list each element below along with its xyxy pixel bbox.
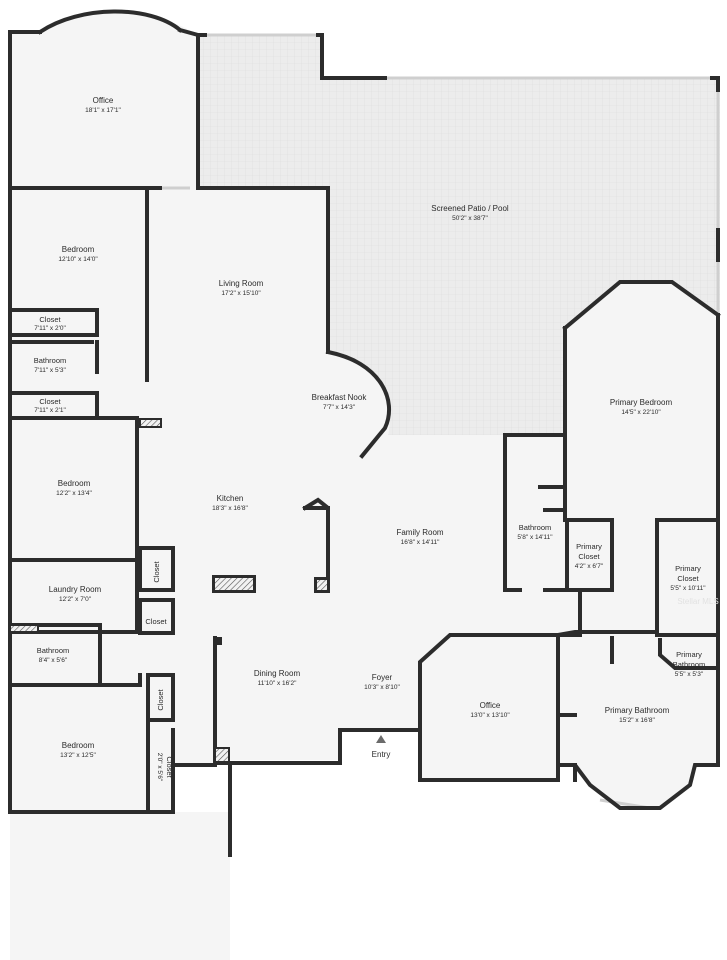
dining-room-dims: 11'10" x 16'2" (258, 680, 297, 687)
bedroom-1-name: Bedroom (62, 245, 95, 254)
patio-dims: 50'2" x 38'7" (452, 215, 488, 222)
garage-floor (10, 812, 230, 960)
bathroom-1-dims: 7'11" x 5'3" (34, 367, 66, 374)
island-post (315, 578, 329, 592)
primary-bathroom-small-name-1: Primary (676, 650, 702, 659)
bathroom-3-name: Bathroom (37, 646, 70, 655)
closet-bed3-a-name: Closet (156, 688, 165, 710)
living-room-dims: 17'2" x 15'10" (221, 290, 261, 297)
watermark: Stellar MLS (677, 597, 718, 606)
dining-room-name: Dining Room (254, 669, 301, 678)
breakfast-nook-dims: 7'7" x 14'3" (323, 404, 356, 411)
bedroom-3-name: Bedroom (62, 741, 95, 750)
column-block (214, 747, 230, 763)
closet-bed3-b-name: Closet (165, 756, 174, 778)
office-bottom-name: Office (480, 701, 501, 710)
interior-floor (10, 12, 718, 813)
foyer-dims: 10'3" x 8'10" (364, 684, 400, 691)
kitchen-range (213, 576, 255, 592)
primary-bathroom-dims: 15'2" x 16'8" (619, 717, 655, 724)
primary-closet-large-name-1: Primary (675, 564, 701, 573)
family-room-dims: 16'8" x 14'11" (401, 539, 440, 546)
primary-closet-small-name-1: Primary (576, 542, 602, 551)
room-labels: Office 18'1" x 17'1" Screened Patio / Po… (34, 96, 719, 782)
bathroom-2-dims: 5'8" x 14'11" (517, 534, 553, 541)
entry-label: Entry (372, 750, 391, 759)
primary-closet-large-dims: 5'5" x 10'11" (670, 585, 706, 592)
closet-2-dims: 7'11" x 2'1" (34, 407, 66, 414)
kitchen-dims: 18'3" x 16'8" (212, 505, 248, 512)
family-room-name: Family Room (396, 528, 443, 537)
bathroom-3-dims: 8'4" x 5'6" (39, 657, 68, 664)
office-bottom-dims: 13'0" x 13'10" (470, 712, 510, 719)
closet-1-name: Closet (39, 315, 61, 324)
breakfast-nook-name: Breakfast Nook (312, 393, 368, 402)
primary-closet-small-name-2: Closet (578, 552, 600, 561)
post-block (214, 637, 222, 645)
chimney-block (139, 418, 162, 428)
bath-vanity (9, 624, 39, 633)
primary-closet-small-dims: 4'2" x 6'7" (575, 563, 604, 570)
primary-bathroom-name: Primary Bathroom (605, 706, 670, 715)
living-room-name: Living Room (219, 279, 264, 288)
bedroom-2-name: Bedroom (58, 479, 91, 488)
primary-bedroom-name: Primary Bedroom (610, 398, 673, 407)
entry-arrow-icon (376, 735, 386, 743)
bedroom-1-dims: 12'10" x 14'0" (58, 256, 98, 263)
bathroom-2-name: Bathroom (519, 523, 552, 532)
primary-closet-large-name-2: Closet (677, 574, 699, 583)
office-top-name: Office (93, 96, 114, 105)
kitchen-name: Kitchen (217, 494, 244, 503)
closet-2-name: Closet (39, 397, 61, 406)
closet-1-dims: 7'11" x 2'0" (34, 325, 66, 332)
bedroom-3-dims: 13'2" x 12'5" (60, 752, 96, 759)
office-top-dims: 18'1" x 17'1" (85, 107, 121, 114)
closet-bed3-b-dims: 2'0" x 5'6" (156, 753, 163, 782)
primary-bedroom-dims: 14'5" x 22'10" (621, 409, 661, 416)
foyer-name: Foyer (372, 673, 393, 682)
closet-laundry-b-name: Closet (145, 617, 167, 626)
bathroom-1-name: Bathroom (34, 356, 67, 365)
closet-laundry-a-name: Closet (152, 560, 161, 582)
patio-name: Screened Patio / Pool (431, 204, 509, 213)
bedroom-2-dims: 12'2" x 13'4" (56, 490, 92, 497)
laundry-room-dims: 12'2" x 7'0" (59, 596, 92, 603)
primary-bathroom-small-dims: 5'5" x 5'3" (675, 671, 704, 678)
primary-bathroom-small-name-2: Bathroom (673, 660, 706, 669)
walls (8, 9, 721, 857)
laundry-room-name: Laundry Room (49, 585, 102, 594)
